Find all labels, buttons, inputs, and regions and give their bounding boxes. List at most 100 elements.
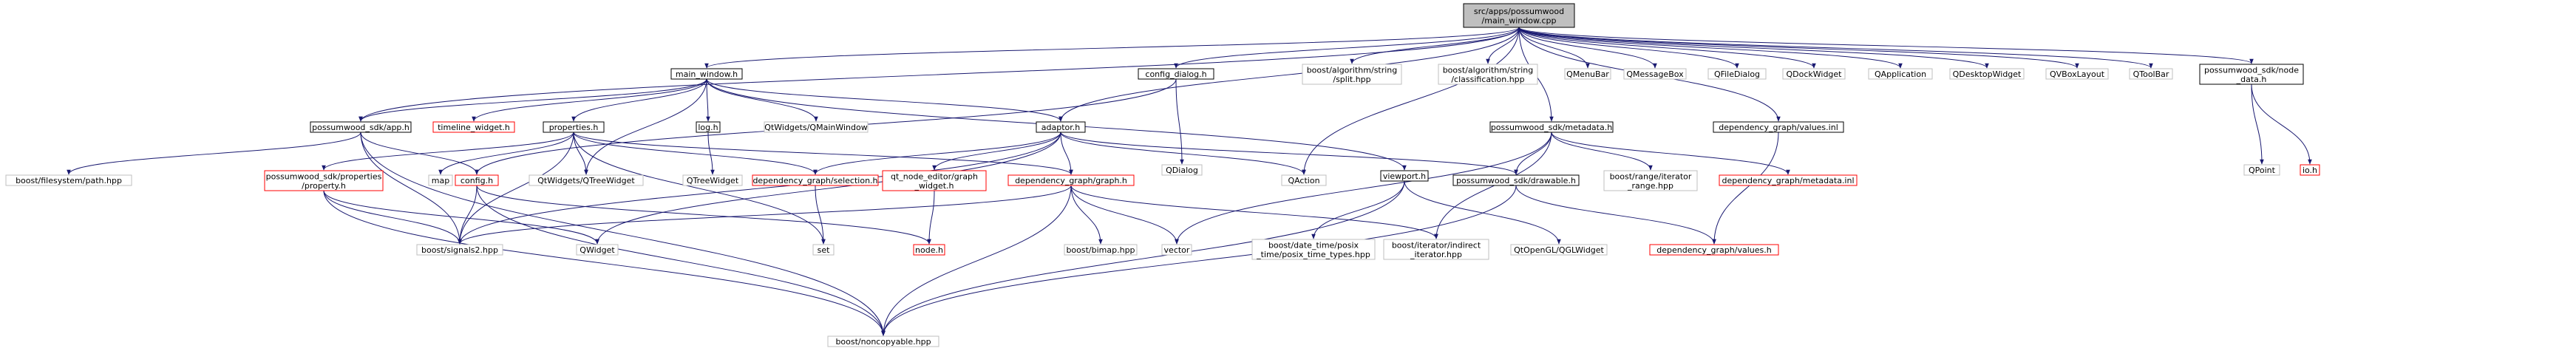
node-QPoint[interactable]: QPoint bbox=[2243, 164, 2280, 176]
node-root[interactable]: src/apps/possumwood/main_window.cpp bbox=[1463, 3, 1575, 28]
node-indirect-iterator[interactable]: boost/iterator/indirect_iterator.hpp bbox=[1383, 239, 1489, 260]
node-box bbox=[1138, 68, 1214, 80]
node-QMainWindow[interactable]: QtWidgets/QMainWindow bbox=[764, 121, 869, 133]
node-box bbox=[752, 174, 879, 186]
node-properties-h[interactable]: properties.h bbox=[543, 121, 605, 133]
node-config-h[interactable]: config.h bbox=[455, 174, 499, 186]
node-box bbox=[882, 170, 987, 191]
node-label: QDesktopWidget bbox=[1953, 69, 2022, 79]
node-viewport-h[interactable]: viewport.h bbox=[1380, 170, 1429, 182]
node-QMenuBar[interactable]: QMenuBar bbox=[1564, 68, 1611, 80]
node-QAction[interactable]: QAction bbox=[1281, 174, 1327, 186]
edge-node_data_h-to-QPoint bbox=[2251, 84, 2264, 165]
node-noncopyable[interactable]: boost/noncopyable.hpp bbox=[827, 335, 939, 347]
edge-app_h-to-path_hpp bbox=[67, 132, 361, 175]
node-drawable-h[interactable]: possumwood_sdk/drawable.h bbox=[1452, 174, 1580, 186]
node-box bbox=[264, 170, 384, 191]
node-selection-h[interactable]: dependency_graph/selection.h bbox=[752, 174, 879, 186]
edge-properties_h-to-props_property_h bbox=[322, 132, 574, 171]
edge-graph_h-to-bimap bbox=[1070, 185, 1103, 245]
node-path-hpp[interactable]: boost/filesystem/path.hpp bbox=[5, 174, 132, 186]
node-node-data-h[interactable]: possumwood_sdk/node_data.h bbox=[2199, 64, 2304, 85]
node-graph-widget-h[interactable]: qt_node_editor/graph_widget.h bbox=[882, 170, 987, 191]
node-box bbox=[1380, 170, 1429, 182]
edge-adaptor_h-to-QAction bbox=[1060, 132, 1306, 175]
node-box bbox=[2129, 68, 2173, 80]
node-box bbox=[310, 121, 412, 133]
node-adaptor-h[interactable]: adaptor.h bbox=[1036, 121, 1086, 133]
node-posix-time[interactable]: boost/date_time/posix_time/posix_time_ty… bbox=[1251, 239, 1376, 260]
node-QFileDialog[interactable]: QFileDialog bbox=[1707, 68, 1767, 80]
node-box bbox=[1064, 244, 1138, 256]
node-props-property-h[interactable]: possumwood_sdk/properties/property.h bbox=[264, 170, 384, 191]
node-QDockWidget[interactable]: QDockWidget bbox=[1782, 68, 1846, 80]
node-app-h[interactable]: possumwood_sdk/app.h bbox=[310, 121, 412, 133]
node-label: QFileDialog bbox=[1714, 69, 1760, 79]
node-QToolBar[interactable]: QToolBar bbox=[2129, 68, 2173, 80]
node-log-h[interactable]: log.h bbox=[696, 121, 721, 133]
node-map[interactable]: map bbox=[428, 174, 453, 186]
node-graph-h[interactable]: dependency_graph/graph.h bbox=[1007, 174, 1135, 186]
node-box bbox=[416, 244, 503, 256]
node-values-h[interactable]: dependency_graph/values.h bbox=[1649, 244, 1779, 256]
node-QTreeWidget[interactable]: QTreeWidget bbox=[682, 174, 743, 186]
node-label: adaptor.h bbox=[1041, 123, 1080, 132]
node-main-window-h[interactable]: main_window.h bbox=[670, 68, 743, 80]
node-label: io.h bbox=[2303, 166, 2317, 175]
edge-properties_h-to-selection_h bbox=[573, 132, 818, 175]
node-label: _time/posix_time_types.hpp bbox=[1256, 250, 1370, 259]
edge-main_window_h-to-timeline_widget_h bbox=[472, 78, 707, 122]
node-QDialog[interactable]: QDialog bbox=[1161, 164, 1203, 176]
node-iterator-range[interactable]: boost/range/iterator_range.hpp bbox=[1603, 170, 1698, 191]
node-bimap[interactable]: boost/bimap.hpp bbox=[1064, 244, 1138, 256]
node-metadata-inl[interactable]: dependency_graph/metadata.inl bbox=[1719, 174, 1858, 186]
edge-main_window_h-to-QTreeWidget_full bbox=[584, 78, 707, 175]
node-label: dependency_graph/metadata.inl bbox=[1722, 176, 1854, 185]
edge-root-to-adaptor_h bbox=[1058, 27, 1520, 122]
node-signals2[interactable]: boost/signals2.hpp bbox=[416, 244, 503, 256]
node-classification[interactable]: boost/algorithm/string/classification.hp… bbox=[1438, 64, 1538, 85]
edge-adaptor_h-to-drawable_h bbox=[1060, 132, 1518, 175]
node-QMessageBox[interactable]: QMessageBox bbox=[1623, 68, 1687, 80]
node-node-h[interactable]: node.h bbox=[913, 244, 945, 256]
node-label: QToolBar bbox=[2133, 69, 2169, 79]
node-label: node.h bbox=[915, 245, 943, 255]
node-layer: src/apps/possumwood/main_window.cpp main_… bbox=[5, 3, 2320, 347]
node-label: config_dialog.h bbox=[1145, 69, 1206, 79]
node-QDesktopWidget[interactable]: QDesktopWidget bbox=[1949, 68, 2025, 80]
edge-adaptor_h-to-selection_h bbox=[813, 132, 1061, 175]
edge-app_h-to-noncopyable bbox=[360, 132, 886, 336]
edge-root-to-QDockWidget bbox=[1518, 27, 1816, 69]
edge-root-to-QAction bbox=[1302, 27, 1520, 175]
edge-adaptor_h-to-graph_h bbox=[1060, 132, 1073, 175]
node-box bbox=[1510, 244, 1608, 256]
edge-config_h-to-noncopyable bbox=[476, 185, 886, 336]
node-values-inl[interactable]: dependency_graph/values.inl bbox=[1713, 121, 1844, 133]
node-QTreeWidget-full[interactable]: QtWidgets/QTreeWidget bbox=[529, 174, 644, 186]
node-box bbox=[1438, 64, 1538, 85]
node-timeline-widget-h[interactable]: timeline_widget.h bbox=[432, 121, 515, 133]
node-label: _data.h bbox=[2236, 75, 2267, 84]
node-vector[interactable]: vector bbox=[1161, 244, 1192, 256]
node-label: QDockWidget bbox=[1786, 69, 1842, 79]
node-box bbox=[432, 121, 515, 133]
edge-root-to-app_h bbox=[358, 27, 1520, 122]
node-io-h[interactable]: io.h bbox=[2300, 164, 2320, 176]
node-QVBoxLayout[interactable]: QVBoxLayout bbox=[2045, 68, 2109, 80]
node-box bbox=[428, 174, 453, 186]
node-label: QTreeWidget bbox=[687, 176, 739, 185]
node-QApplication[interactable]: QApplication bbox=[1868, 68, 1933, 80]
node-QWidget[interactable]: QWidget bbox=[576, 244, 619, 256]
node-label: dependency_graph/values.inl bbox=[1719, 123, 1838, 132]
node-label: dependency_graph/graph.h bbox=[1015, 176, 1127, 185]
node-label: timeline_widget.h bbox=[438, 123, 510, 132]
node-set[interactable]: set bbox=[812, 244, 835, 256]
node-split[interactable]: boost/algorithm/string/split.hpp bbox=[1302, 64, 1402, 85]
node-config-dialog-h[interactable]: config_dialog.h bbox=[1138, 68, 1214, 80]
node-metadata-h[interactable]: possumwood_sdk/metadata.h bbox=[1489, 121, 1614, 133]
node-box bbox=[1713, 121, 1844, 133]
edge-main_window_h-to-properties_h bbox=[571, 78, 707, 122]
node-label: QWidget bbox=[580, 245, 615, 255]
node-QGLWidget[interactable]: QtOpenGL/QGLWidget bbox=[1510, 244, 1608, 256]
